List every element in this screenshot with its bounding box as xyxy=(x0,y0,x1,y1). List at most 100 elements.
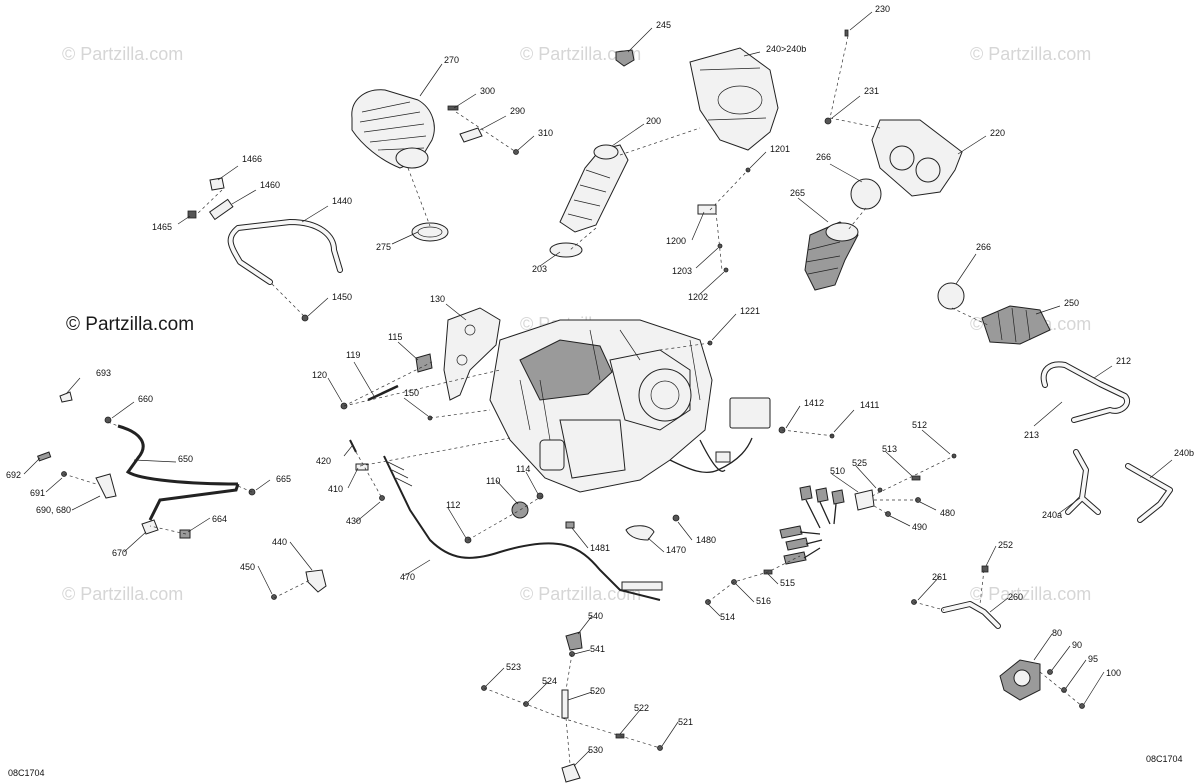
label-692[interactable]: 692 xyxy=(6,470,21,480)
label-523[interactable]: 523 xyxy=(506,662,521,672)
label-665[interactable]: 665 xyxy=(276,474,291,484)
label-266-top[interactable]: 266 xyxy=(816,152,831,162)
part-boot-265[interactable] xyxy=(804,221,859,291)
part-screw-90[interactable] xyxy=(1047,669,1053,675)
label-650[interactable]: 650 xyxy=(178,454,193,464)
part-plenum-220[interactable] xyxy=(871,119,963,197)
label-516[interactable]: 516 xyxy=(756,596,771,606)
part-mount-115[interactable] xyxy=(415,353,433,373)
label-300[interactable]: 300 xyxy=(480,86,495,96)
part-nut-231[interactable] xyxy=(824,117,832,125)
part-hose-1440[interactable] xyxy=(227,219,343,285)
part-ring-266b[interactable] xyxy=(937,282,965,310)
label-275[interactable]: 275 xyxy=(376,242,391,252)
label-1465[interactable]: 1465 xyxy=(152,222,172,232)
part-nut-114[interactable] xyxy=(536,492,544,500)
part-fitting-690-680[interactable] xyxy=(95,473,117,499)
part-bracket-1200[interactable] xyxy=(697,204,717,215)
label-1470[interactable]: 1470 xyxy=(666,545,686,555)
label-212[interactable]: 212 xyxy=(1116,356,1131,366)
label-240b[interactable]: 240b xyxy=(1174,448,1194,458)
label-670[interactable]: 670 xyxy=(112,548,127,558)
label-112[interactable]: 112 xyxy=(446,500,460,510)
label-1481[interactable]: 1481 xyxy=(590,543,610,553)
label-524[interactable]: 524 xyxy=(542,676,557,686)
label-213[interactable]: 213 xyxy=(1024,430,1039,440)
label-310[interactable]: 310 xyxy=(538,128,553,138)
label-270[interactable]: 270 xyxy=(444,55,459,65)
label-95[interactable]: 95 xyxy=(1088,654,1098,664)
label-470[interactable]: 470 xyxy=(400,572,415,582)
part-post-520[interactable] xyxy=(561,689,569,719)
label-1460[interactable]: 1460 xyxy=(260,180,280,190)
label-513[interactable]: 513 xyxy=(882,444,897,454)
label-230[interactable]: 230 xyxy=(875,4,890,14)
label-520[interactable]: 520 xyxy=(590,686,605,696)
label-120[interactable]: 120 xyxy=(312,370,327,380)
label-110[interactable]: 110 xyxy=(486,476,500,486)
label-1201[interactable]: 1201 xyxy=(770,144,790,154)
part-screw-230[interactable] xyxy=(844,29,849,37)
part-pump-80[interactable] xyxy=(999,659,1041,701)
label-114[interactable]: 114 xyxy=(516,464,530,474)
part-bracket-440[interactable] xyxy=(305,569,327,593)
label-490[interactable]: 490 xyxy=(912,522,927,532)
part-screw-490[interactable] xyxy=(885,511,891,517)
label-1440[interactable]: 1440 xyxy=(332,196,352,206)
part-clamp-203[interactable] xyxy=(549,242,583,258)
part-nut-430[interactable] xyxy=(379,495,385,501)
label-480[interactable]: 480 xyxy=(940,508,955,518)
part-ring-266[interactable] xyxy=(850,178,882,210)
label-530[interactable]: 530 xyxy=(588,745,603,755)
label-290[interactable]: 290 xyxy=(510,106,525,116)
label-1450[interactable]: 1450 xyxy=(332,292,352,302)
label-220[interactable]: 220 xyxy=(990,128,1005,138)
label-522[interactable]: 522 xyxy=(634,703,649,713)
part-spacer-513[interactable] xyxy=(911,475,921,481)
label-691[interactable]: 691 xyxy=(30,488,45,498)
label-1480[interactable]: 1480 xyxy=(696,535,716,545)
part-hose-260[interactable] xyxy=(941,601,1001,629)
part-throttle-cable-470[interactable] xyxy=(383,455,663,601)
part-mount-530[interactable] xyxy=(561,763,581,783)
label-240-240b[interactable]: 240>240b xyxy=(766,44,806,54)
label-515[interactable]: 515 xyxy=(780,578,795,588)
label-664[interactable]: 664 xyxy=(212,514,227,524)
label-1411[interactable]: 1411 xyxy=(860,400,879,410)
label-200[interactable]: 200 xyxy=(646,116,661,126)
label-119[interactable]: 119 xyxy=(346,350,360,360)
part-clip-410[interactable] xyxy=(355,463,369,471)
label-1203[interactable]: 1203 xyxy=(672,266,692,276)
part-fitting-1460[interactable] xyxy=(208,198,234,221)
label-541[interactable]: 541 xyxy=(590,644,605,654)
label-420[interactable]: 420 xyxy=(316,456,331,466)
part-mount-130[interactable] xyxy=(443,307,501,401)
label-1202[interactable]: 1202 xyxy=(688,292,708,302)
part-screw-525[interactable] xyxy=(877,487,883,493)
part-duct-250[interactable] xyxy=(981,305,1051,345)
part-hose-212[interactable] xyxy=(1040,361,1131,423)
part-engine[interactable] xyxy=(489,319,771,493)
part-clip-692[interactable] xyxy=(37,451,52,462)
part-harness-510[interactable] xyxy=(779,485,875,565)
part-cap-1466[interactable] xyxy=(209,177,225,191)
label-265[interactable]: 265 xyxy=(790,188,805,198)
part-fitting-660[interactable] xyxy=(104,416,112,424)
label-130[interactable]: 130 xyxy=(430,294,445,304)
label-260[interactable]: 260 xyxy=(1008,592,1023,602)
part-bolt-300[interactable] xyxy=(447,105,459,111)
label-1466[interactable]: 1466 xyxy=(242,154,262,164)
part-fitting-670[interactable] xyxy=(141,519,159,535)
label-525[interactable]: 525 xyxy=(852,458,867,468)
part-hose-650[interactable] xyxy=(117,424,240,521)
label-690-680[interactable]: 690, 680 xyxy=(36,505,71,515)
label-1412[interactable]: 1412 xyxy=(804,398,824,408)
label-261[interactable]: 261 xyxy=(932,572,947,582)
part-hose-240a[interactable] xyxy=(1065,449,1101,515)
label-250[interactable]: 250 xyxy=(1064,298,1079,308)
label-521[interactable]: 521 xyxy=(678,717,693,727)
label-450[interactable]: 450 xyxy=(240,562,255,572)
label-1200[interactable]: 1200 xyxy=(666,236,686,246)
part-screw-95[interactable] xyxy=(1061,687,1067,693)
label-150[interactable]: 150 xyxy=(404,388,419,398)
